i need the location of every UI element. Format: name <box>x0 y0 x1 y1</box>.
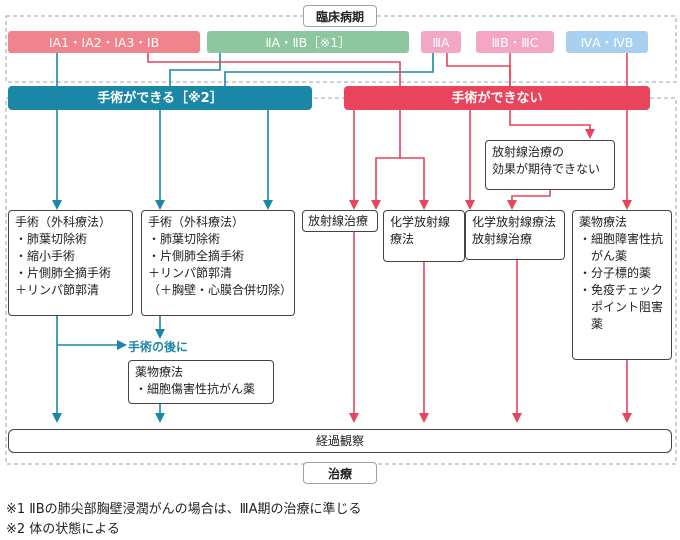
stage-1: ⅠA1・ⅠA2・ⅠA3・ⅠB <box>8 31 200 53</box>
operable-banner: 手術ができる［※2］ <box>8 86 312 110</box>
adjuvant-drug-box: 薬物療法 ・細胞傷害性抗がん薬 <box>128 360 274 404</box>
inoperable-banner: 手術ができない <box>344 86 650 110</box>
chemoradiation-or-radiation-box: 化学放射線療法 放射線治療 <box>465 210 565 260</box>
treatment-line: 薬物療法 <box>579 215 628 229</box>
treatment-line: ・細胞傷害性抗がん薬 <box>135 382 256 396</box>
treatment-line: 化学放射線療法 <box>472 215 557 229</box>
treatment-line: ・肺葉切除術 <box>15 232 88 246</box>
treatment-line: ポイント阻害 <box>579 300 664 314</box>
treatment-line: ・分子標的薬 <box>579 266 652 280</box>
clinical-stage-label: 臨床病期 <box>303 5 377 27</box>
treatment-line: 化学放射線 <box>390 215 451 229</box>
treatment-line: （＋胸壁・心膜合併切除） <box>148 283 293 297</box>
treatment-line: ・縮小手術 <box>15 249 76 263</box>
observation-label: 経過観察 <box>315 433 364 448</box>
treatment-line: 手術（外科療法） <box>148 215 245 229</box>
drug-therapy-box: 薬物療法 ・細胞障害性抗 がん薬 ・分子標的薬 ・免疫チェック ポイント阻害 薬 <box>572 210 672 360</box>
treatment-line: 療法 <box>390 232 415 246</box>
surgery-box-early: 手術（外科療法） ・肺葉切除術 ・縮小手術 ・片側肺全摘手術 ＋リンパ節郭清 <box>8 210 133 316</box>
treatment-line: ・片側肺全摘手術 <box>148 249 245 263</box>
treatment-line: ・細胞障害性抗 <box>579 232 664 246</box>
treatment-line: ＋リンパ節郭清 <box>15 283 100 297</box>
treatment-line: ・免疫チェック <box>579 283 664 297</box>
radiation-box: 放射線治療 <box>302 210 378 232</box>
treatment-line: 放射線治療 <box>472 232 533 246</box>
footnote-2: ※2 体の状態による <box>6 522 120 537</box>
surgery-box-advanced: 手術（外科療法） ・肺葉切除術 ・片側肺全摘手術 ＋リンパ節郭清 （＋胸壁・心膜… <box>141 210 295 316</box>
treatment-line: ・片側肺全摘手術 <box>15 266 112 280</box>
treatment-label: 治療 <box>303 462 377 484</box>
treatment-line: 放射線治療 <box>308 214 369 228</box>
treatment-line: がん薬 <box>579 249 628 263</box>
treatment-line: 薬物療法 <box>135 365 184 379</box>
after-surgery-label: 手術の後に <box>128 340 189 354</box>
chemoradiation-box: 化学放射線 療法 <box>383 210 465 262</box>
radiation-note-line: 効果が期待できない <box>492 162 601 176</box>
radiation-note-line: 放射線治療の <box>492 145 565 159</box>
stage-2: ⅡA・ⅡB［※1］ <box>207 31 409 53</box>
observation-box: 経過観察 <box>8 429 672 453</box>
treatment-line: ・肺葉切除術 <box>148 232 221 246</box>
treatment-line: ＋リンパ節郭清 <box>148 266 233 280</box>
stage-section-frame <box>5 15 677 83</box>
stage-4: ⅣA・ⅣB <box>566 31 648 53</box>
stage-3a: ⅢA <box>421 31 461 53</box>
treatment-line: 手術（外科療法） <box>15 215 112 229</box>
stage-3bc: ⅢB・ⅢC <box>476 31 554 53</box>
footnote-1: ※1 ⅡBの肺尖部胸壁浸潤がんの場合は、ⅢA期の治療に準じる <box>6 502 362 517</box>
treatment-line: 薬 <box>579 317 604 331</box>
radiation-ineffective-note: 放射線治療の 効果が期待できない <box>485 140 615 190</box>
